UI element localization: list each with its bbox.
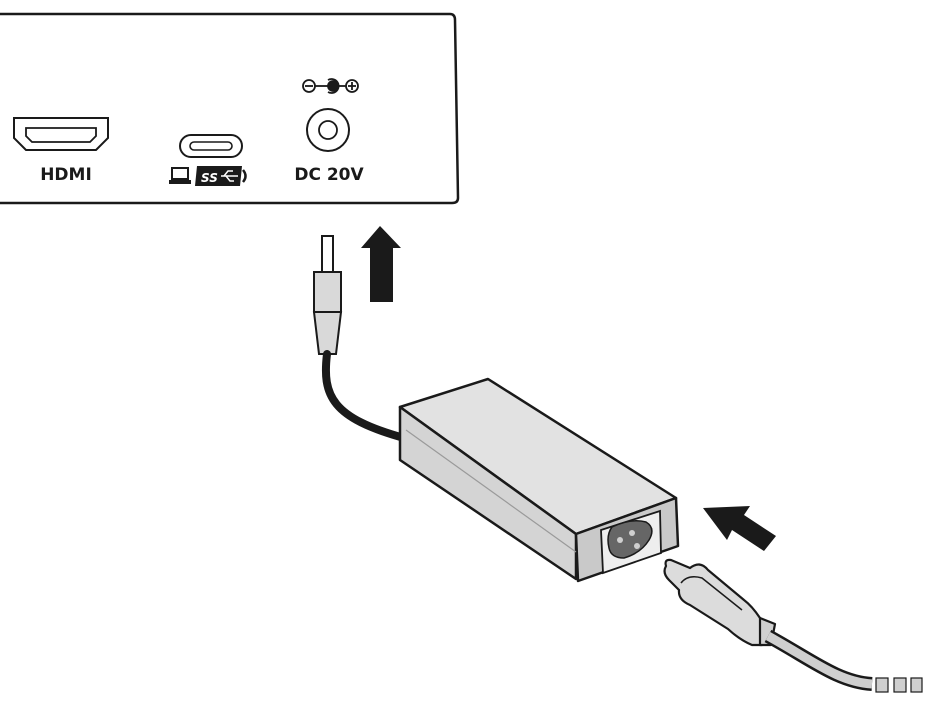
arrow-left-icon xyxy=(703,506,776,551)
dc-plug xyxy=(312,235,343,355)
dc-jack-icon xyxy=(306,108,350,152)
power-cord xyxy=(764,629,923,693)
adapter-edge-highlight xyxy=(405,429,577,553)
arrow-up-icon xyxy=(361,226,401,302)
superspeed-badge: SS xyxy=(195,166,247,186)
dc-cable xyxy=(321,350,408,442)
laptop-icon xyxy=(169,167,191,184)
power-cord-plug xyxy=(663,558,777,647)
hdmi-port-icon xyxy=(13,117,109,151)
monitor-port-panel xyxy=(0,12,460,205)
hdmi-label: HDMI xyxy=(40,165,92,185)
polarity-icon xyxy=(302,78,359,94)
usb-ss-label: SS xyxy=(201,171,218,185)
power-inlet-icon xyxy=(600,509,662,575)
usb-c-port-icon xyxy=(179,134,243,158)
usb-trident-icon xyxy=(221,170,238,182)
dc-label: DC 20V xyxy=(294,165,364,185)
